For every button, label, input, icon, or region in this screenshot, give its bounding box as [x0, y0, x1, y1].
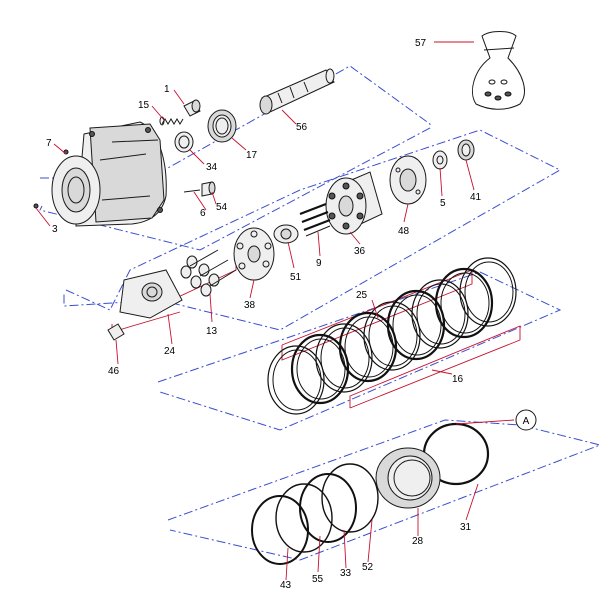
seal-ring-33: [299, 473, 357, 543]
callout-54: 54: [216, 202, 228, 213]
part-7-housing: [51, 121, 167, 227]
callout-28: 28: [412, 536, 424, 547]
callout-6: 6: [200, 208, 206, 219]
callout-15: 15: [138, 100, 150, 111]
part-51-bush: [273, 224, 299, 244]
callout-16: 16: [452, 374, 464, 385]
part-38-retainer-plate: [233, 227, 275, 281]
seal-ring-52: [321, 463, 379, 533]
callout-56: 56: [296, 122, 308, 133]
callout-25: 25: [356, 290, 368, 301]
callout-34: 34: [206, 162, 218, 173]
callout-7: 7: [46, 138, 52, 149]
parts-seal-rings: [251, 463, 379, 565]
separator-plate: [459, 257, 517, 327]
centerline-middle: [63, 129, 562, 331]
callout-41: 41: [470, 192, 482, 203]
bracket-16: [349, 325, 521, 409]
seal-ring-55: [275, 483, 333, 553]
part-17-bearing: [207, 109, 237, 143]
callout-55: 55: [312, 574, 324, 585]
callout-52: 52: [362, 562, 374, 573]
part-24-swash-plate: [119, 269, 183, 319]
centerline-bottom: [167, 419, 600, 561]
part-15-spring: [159, 116, 184, 126]
callout-57: 57: [415, 38, 427, 49]
callout-51: 51: [290, 272, 302, 283]
leader-lines: [35, 41, 515, 581]
part-6-pin: [183, 189, 201, 193]
part-56-shaft: [259, 68, 335, 115]
part-54-plug: [201, 181, 216, 197]
callout-17: 17: [246, 150, 258, 161]
reference-marker-label: A: [523, 416, 530, 427]
callout-31: 31: [460, 522, 472, 533]
part-48-plate: [389, 155, 427, 205]
seal-ring-43: [251, 495, 309, 565]
part-41-bearing: [457, 139, 475, 161]
part-57-bag: [472, 31, 525, 110]
friction-plate: [434, 267, 494, 339]
callout-48: 48: [398, 226, 410, 237]
callout-9: 9: [316, 258, 322, 269]
part-9-pins: [299, 202, 331, 237]
part-1-plug: [183, 99, 201, 117]
part-46-shoe: [107, 323, 125, 341]
callout-36: 36: [354, 246, 366, 257]
callout-3: 3: [52, 224, 58, 235]
callout-43: 43: [280, 580, 292, 591]
part-13-pistons: [180, 249, 237, 297]
part-36-cylinder-block: [325, 171, 383, 235]
callout-1: 1: [164, 84, 170, 95]
callout-38: 38: [244, 300, 256, 311]
centerline-lower: [157, 271, 562, 431]
callout-24: 24: [164, 346, 176, 357]
bracket-25: [281, 269, 473, 361]
part-34-ring: [174, 131, 194, 153]
callout-13: 13: [206, 326, 218, 337]
part-28-brake-piston: [375, 447, 441, 509]
callout-33: 33: [340, 568, 352, 579]
part-3-pin: [33, 203, 39, 209]
reference-marker-a: A: [515, 409, 537, 431]
callout-labels: 57 1 15 56 17 34 7 3 6 54 5 41 48 36 9 5…: [46, 38, 482, 591]
callout-46: 46: [108, 366, 120, 377]
part-5-washer: [432, 150, 448, 170]
part-25-16-friction-plates: [267, 257, 517, 415]
callout-5: 5: [440, 198, 446, 209]
